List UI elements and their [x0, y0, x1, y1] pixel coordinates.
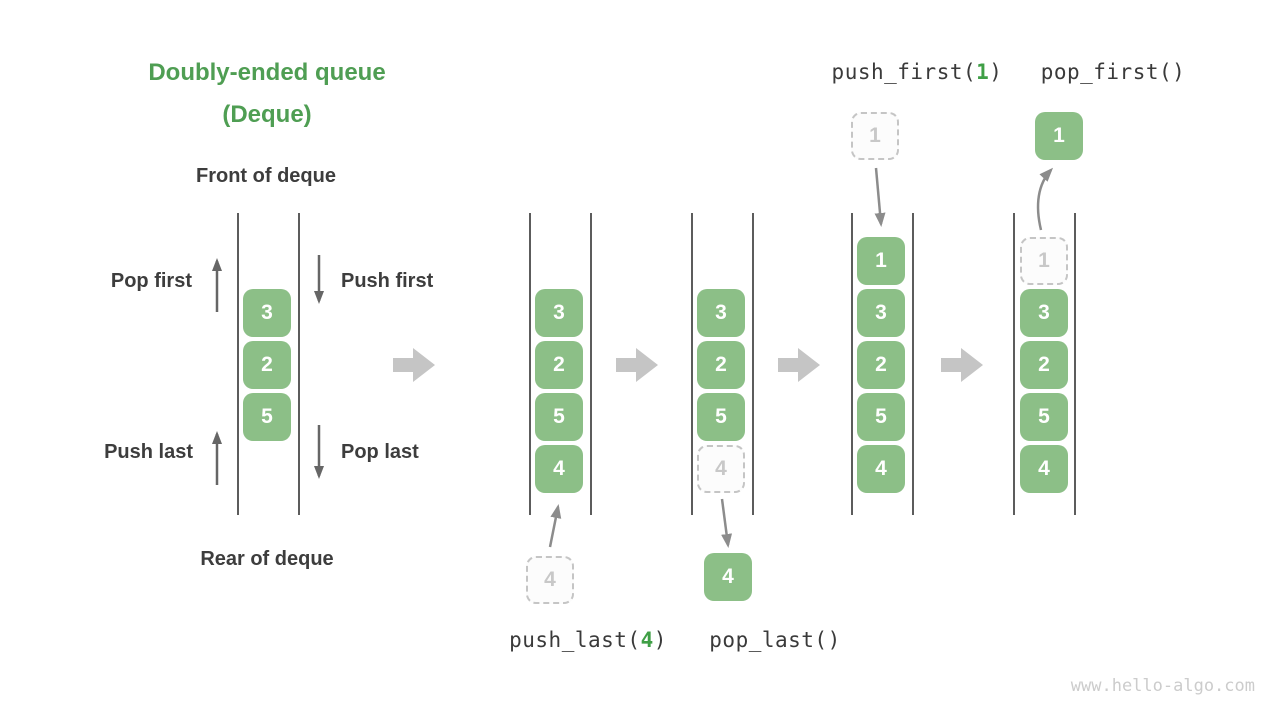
deque-cell: 3: [243, 289, 291, 337]
deque-cell: 4: [857, 445, 905, 493]
push-first-op-prefix: push_first(: [831, 60, 977, 84]
pop-last-op-text: pop_last(): [709, 628, 841, 652]
deque-cell: 1: [857, 237, 905, 285]
deque-cell: 5: [243, 393, 291, 441]
channel-wall: [1013, 213, 1015, 515]
pushed-last-item-cell: 4: [526, 556, 574, 604]
channel-wall: [1074, 213, 1076, 515]
diagram-title-line2: (Deque): [222, 101, 312, 128]
pop-first-remove-arrow-icon: [1036, 167, 1054, 231]
deque-cell-ghost: 4: [697, 445, 745, 493]
deque-cell-ghost: 1: [1020, 237, 1068, 285]
pop-first-op-label: pop_first(): [993, 60, 1233, 84]
push-first-op-arg: 1: [976, 60, 990, 84]
pop-last-op-label: pop_last(): [655, 628, 895, 652]
deque-cell: 5: [857, 393, 905, 441]
deque-cell: 3: [697, 289, 745, 337]
popped-last-item-cell: 4: [704, 553, 752, 601]
rear-of-deque-label: Rear of deque: [200, 548, 334, 570]
channel-wall: [237, 213, 239, 515]
push-last-label: Push last: [104, 441, 193, 463]
push-first-insert-arrow-icon: [874, 167, 886, 227]
channel-wall: [590, 213, 592, 515]
push-last-op-suffix: ): [653, 628, 667, 652]
deque-cell: 5: [535, 393, 583, 441]
pop-last-remove-arrow-icon: [720, 498, 733, 548]
transition-arrow-icon: [616, 348, 658, 382]
pop-last-label: Pop last: [341, 441, 419, 463]
deque-cell: 3: [857, 289, 905, 337]
deque-cell: 2: [1020, 341, 1068, 389]
push-last-op-prefix: push_last(: [509, 628, 641, 652]
deque-cell: 3: [1020, 289, 1068, 337]
push-last-insert-arrow-icon: [548, 504, 562, 548]
deque-cell: 5: [697, 393, 745, 441]
channel-wall: [691, 213, 693, 515]
deque-cell: 3: [535, 289, 583, 337]
push-last-op-label: push_last(4): [468, 628, 708, 652]
diagram-title: Doubly-ended queue (Deque): [87, 52, 447, 136]
popped-first-item-cell: 1: [1035, 112, 1083, 160]
transition-arrow-icon: [941, 348, 983, 382]
diagram-title-line1: Doubly-ended queue: [148, 59, 386, 86]
push-last-op-arg: 4: [640, 628, 654, 652]
pushed-first-item-cell: 1: [851, 112, 899, 160]
deque-cell: 5: [1020, 393, 1068, 441]
front-of-deque-label: Front of deque: [196, 165, 336, 187]
channel-wall: [752, 213, 754, 515]
channel-wall: [851, 213, 853, 515]
deque-cell: 2: [857, 341, 905, 389]
pop-first-label: Pop first: [110, 270, 192, 292]
deque-cell: 2: [535, 341, 583, 389]
channel-wall: [529, 213, 531, 515]
channel-wall: [298, 213, 300, 515]
channel-wall: [912, 213, 914, 515]
deque-cell: 4: [535, 445, 583, 493]
pop-first-op-text: pop_first(): [1040, 60, 1186, 84]
deque-cell: 2: [243, 341, 291, 389]
deque-cell: 2: [697, 341, 745, 389]
push-first-op-label: push_first(1): [797, 60, 1037, 84]
transition-arrow-icon: [778, 348, 820, 382]
watermark: www.hello-algo.com: [1070, 676, 1255, 696]
deque-cell: 4: [1020, 445, 1068, 493]
push-first-label: Push first: [341, 270, 434, 292]
transition-arrow-icon: [393, 348, 435, 382]
push-first-op-suffix: ): [989, 60, 1003, 84]
